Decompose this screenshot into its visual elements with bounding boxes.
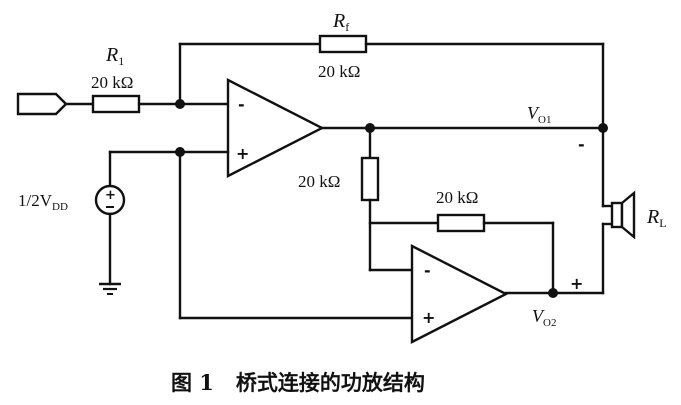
junction-vo2 — [548, 288, 558, 298]
op2-noninverting-sign: + — [422, 308, 435, 327]
label-rl: RL — [646, 206, 667, 230]
label-source: 1/2VDD — [18, 191, 68, 213]
ground-icon — [99, 282, 121, 295]
vo1-side-sign: - — [578, 135, 585, 154]
resistor-rf — [318, 34, 368, 54]
junction-vo1-right — [598, 123, 608, 133]
label-vo1: VO1 — [527, 103, 551, 126]
label-r1-value: 20 kΩ — [91, 73, 133, 92]
figure-caption: 图 1 桥式连接的功放结构 — [171, 370, 425, 395]
op1-inverting-sign: - — [238, 95, 245, 114]
label-fb2-value: 20 kΩ — [436, 188, 478, 207]
label-rf: Rf — [332, 10, 349, 34]
label-r1: R1 — [105, 44, 124, 68]
resistor-mid — [360, 156, 380, 202]
junction-node-b — [175, 147, 185, 157]
input-terminal — [16, 92, 68, 116]
junction-node-a — [175, 99, 185, 109]
speaker-body — [610, 201, 624, 229]
vo2-side-sign: + — [570, 274, 583, 293]
op2-inverting-sign: - — [424, 261, 431, 280]
resistor-r1 — [91, 94, 141, 114]
resistor-fb2 — [436, 213, 486, 233]
label-mid-value: 20 kΩ — [298, 172, 340, 191]
junction-vo1-mid — [365, 123, 375, 133]
op-amp-2 — [410, 244, 509, 344]
label-rf-value: 20 kΩ — [318, 62, 360, 81]
speaker-cone-icon — [620, 190, 636, 240]
op-amp-1 — [226, 78, 325, 178]
source-plus-sign: + — [105, 188, 116, 203]
label-vo2: VO2 — [532, 306, 556, 329]
op1-noninverting-sign: + — [236, 144, 249, 163]
